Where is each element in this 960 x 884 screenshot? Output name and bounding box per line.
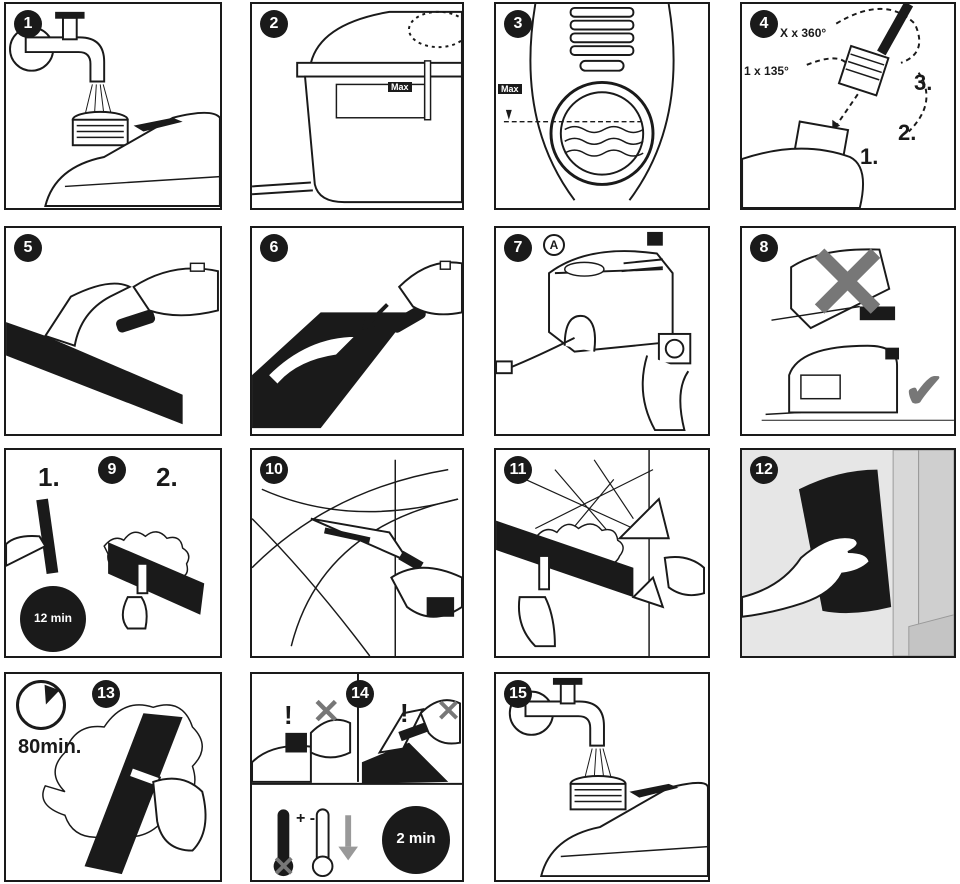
step-panel-3: 3 Max: [494, 2, 710, 210]
step-panel-14: 14 ! ✕ ! ✕ + - ✕ 2 min: [250, 672, 464, 882]
rotation-angle-label: 1 x 135°: [744, 64, 789, 78]
substep-3-label: 3.: [914, 70, 933, 95]
timer-label: 2 min: [396, 830, 436, 847]
step-number-badge: 9: [98, 456, 126, 484]
exclamation-icon: !: [284, 700, 293, 730]
callout-a-label: A: [543, 234, 565, 256]
step-number-badge: 12: [750, 456, 778, 484]
nozzle-attach-squeegee-illustration: [6, 262, 219, 425]
cooldown-warning-illustration: [252, 674, 462, 878]
step-panel-15: 15: [494, 672, 710, 882]
step-panel-6: 6: [250, 226, 464, 436]
step-number-badge: 5: [14, 234, 42, 262]
hand-on-wallpaper-illustration: [742, 450, 954, 656]
cross-mark-icon: ✕: [436, 695, 462, 728]
step-panel-8: 8 ✕ ✔: [740, 226, 956, 436]
temperature-plus-minus-label: + -: [296, 810, 316, 827]
timer-2-min-icon: 2 min: [382, 806, 450, 874]
step9-substep-2-label: 2.: [156, 462, 178, 492]
step-number-badge: 15: [504, 680, 532, 708]
step-panel-5: 5: [4, 226, 222, 436]
step-panel-7: 7 A: [494, 226, 710, 436]
step-number-badge: 6: [260, 234, 288, 262]
step-number-badge: 13: [92, 680, 120, 708]
faucet-refill-illustration: [508, 677, 708, 878]
max-level-tag: Max: [388, 82, 412, 92]
step-number-badge: 4: [750, 10, 778, 38]
substep-1-label: 1.: [860, 144, 879, 169]
steam-and-scrape-illustration: [496, 450, 705, 656]
step-number-badge: 10: [260, 456, 288, 484]
step-panel-12: 12: [740, 448, 956, 658]
cross-mark-icon: ✕: [804, 226, 892, 342]
water-tank-side-illustration: [252, 10, 462, 204]
step-panel-11: 11: [494, 448, 710, 658]
scraper-on-wall-illustration: [252, 459, 462, 656]
step-number-badge: 1: [14, 10, 42, 38]
step-number-badge: 2: [260, 10, 288, 38]
max-level-tag: Max: [498, 84, 522, 94]
timer-label: 80min.: [18, 736, 82, 758]
cap-screw-rotation-illustration: [742, 4, 928, 208]
cross-mark-icon: ✕: [272, 851, 296, 882]
step-panel-9: 9 1. 2. 12 min: [4, 448, 222, 658]
exclamation-icon: !: [400, 698, 409, 728]
plug-in-power-illustration: [496, 231, 692, 432]
step-panel-10: 10: [250, 448, 464, 658]
rotation-count-label: X x 360°: [780, 26, 827, 40]
faucet-filling-illustration: [9, 11, 220, 208]
timer-80-min-icon: [16, 680, 66, 730]
cross-mark-icon: ✕: [312, 693, 341, 731]
step9-substep-1-label: 1.: [38, 462, 60, 492]
tank-opening-water-level-illustration: [503, 4, 675, 201]
timer-12-min-icon: 12 min: [20, 586, 86, 652]
timer-label: 12 min: [33, 611, 72, 625]
nozzle-insert-arrow-illustration: [252, 260, 462, 429]
step-panel-1: 1: [4, 2, 222, 210]
tank-position-comparison-illustration: [761, 248, 954, 421]
step-number-badge: 8: [750, 234, 778, 262]
preheat-then-steam-illustration: [6, 498, 205, 630]
step-panel-2: 2 Max: [250, 2, 464, 210]
step-number-badge: 11: [504, 456, 532, 484]
extended-steaming-illustration: [42, 704, 207, 875]
step-panel-4: 4 X x 360° 1 x 135° 3. 2. 1.: [740, 2, 956, 210]
step-number-badge: 7: [504, 234, 532, 262]
step-number-badge: 14: [346, 680, 374, 708]
step-number-badge: 3: [504, 10, 532, 38]
substep-2-label: 2.: [898, 120, 917, 145]
check-mark-icon: ✔: [904, 365, 945, 418]
step-panel-13: 13 80min.: [4, 672, 222, 882]
